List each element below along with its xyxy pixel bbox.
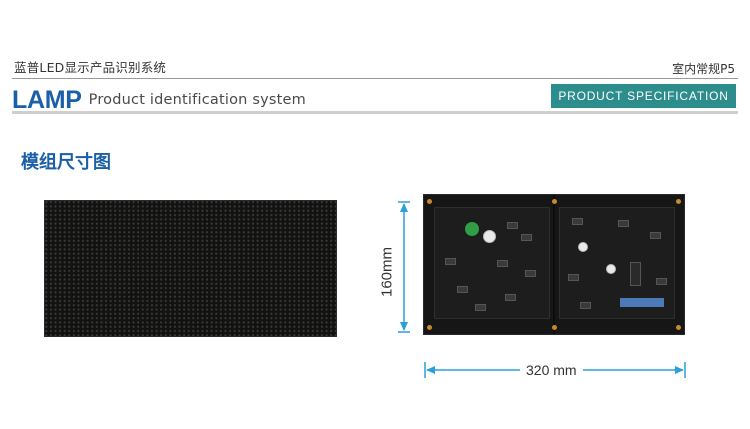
header-divider [12, 78, 738, 79]
width-dimension-label: 320 mm [520, 362, 583, 378]
chip [580, 302, 591, 309]
chip [445, 258, 456, 265]
white-component [578, 242, 588, 252]
white-component [483, 230, 496, 243]
module-size-title: 模组尺寸图 [21, 152, 111, 173]
screw [676, 199, 681, 204]
chip [656, 278, 667, 285]
product-specification-badge: PRODUCT SPECIFICATION [551, 84, 736, 108]
chip [618, 220, 629, 227]
chip [525, 270, 536, 277]
brand-divider [12, 111, 738, 114]
screw [552, 325, 557, 330]
chip [497, 260, 508, 267]
pcb-right-half [559, 207, 675, 319]
pin-header [630, 262, 641, 286]
lamp-logo: LAMP [12, 85, 82, 114]
product-type-label: 室内常规P5 [672, 62, 735, 76]
screw [676, 325, 681, 330]
chip [521, 234, 532, 241]
screw [552, 199, 557, 204]
chip [568, 274, 579, 281]
chip [475, 304, 486, 311]
screw [427, 199, 432, 204]
led-module-front-image [44, 200, 337, 337]
brand-row: LAMP Product identification system [12, 86, 306, 114]
screw [427, 325, 432, 330]
pcb-left-half [434, 207, 550, 319]
pcb-divider [553, 195, 555, 334]
led-module-back-image [423, 194, 685, 335]
white-component [606, 264, 616, 274]
chip [457, 286, 468, 293]
height-dimension-marker [398, 201, 410, 333]
system-title: 蓝普LED显示产品识别系统 [14, 60, 167, 75]
tagline: Product identification system [88, 92, 306, 108]
chip [507, 222, 518, 229]
chip [505, 294, 516, 301]
green-component [465, 222, 479, 236]
chip [650, 232, 661, 239]
height-dimension-label: 160mm [378, 246, 396, 298]
chip [572, 218, 583, 225]
serial-sticker [620, 298, 664, 307]
